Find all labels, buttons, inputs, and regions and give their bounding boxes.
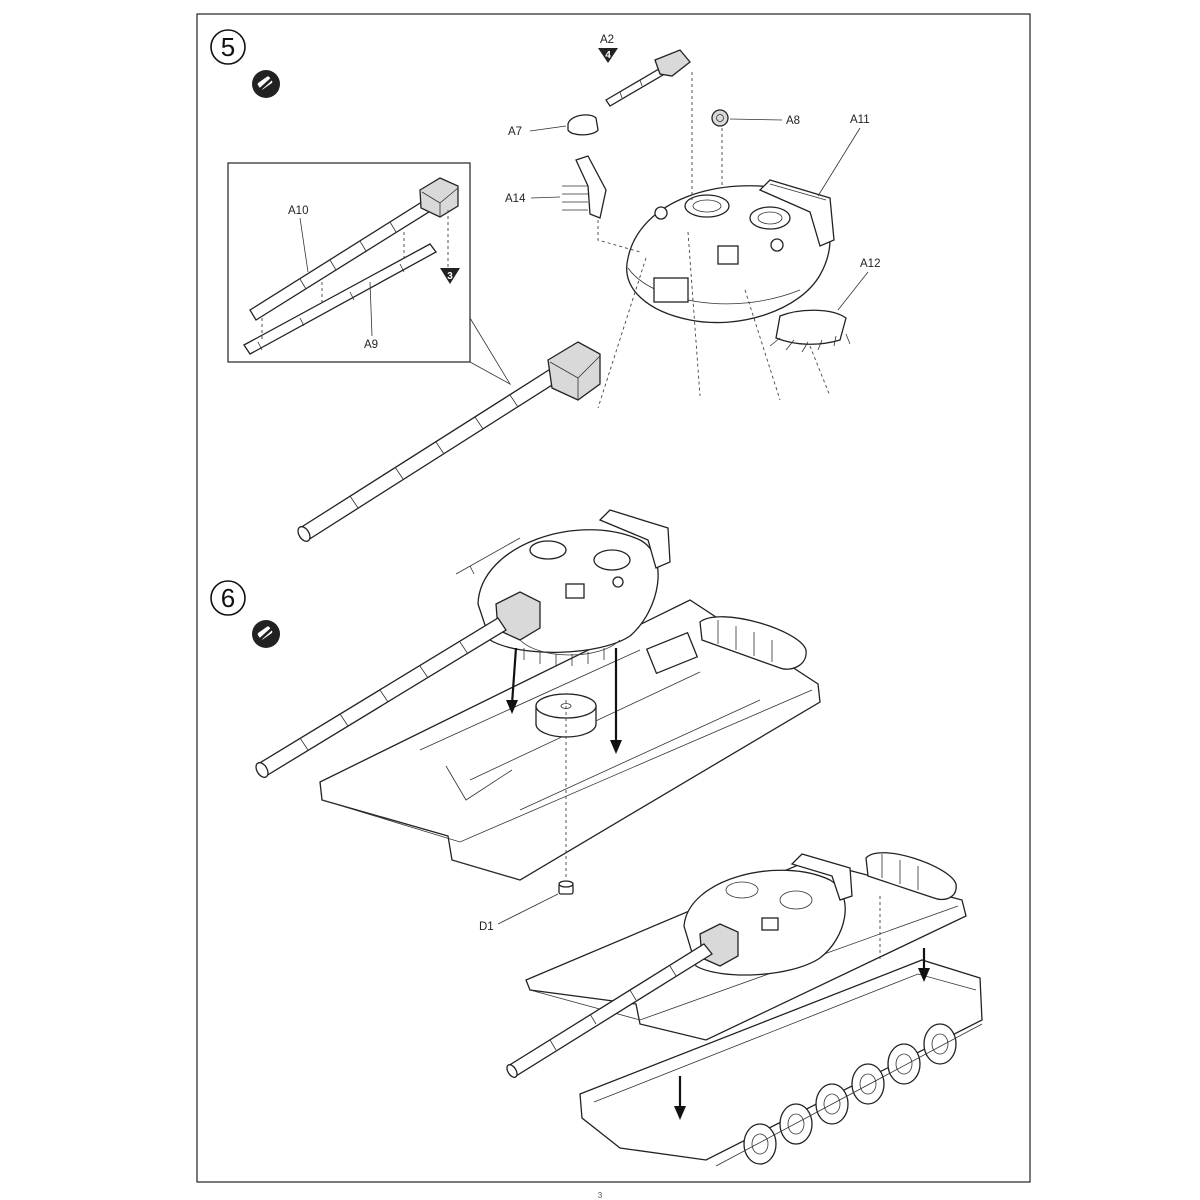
part-a12: A12: [769, 258, 880, 353]
a2-ref-number: 4: [605, 50, 611, 61]
glue-prohibited-icon: [252, 70, 280, 98]
road-wheels: [743, 1023, 957, 1165]
part-a14: A14: [505, 155, 641, 253]
label-a9: A9: [364, 339, 378, 351]
barrel-part-a10: A10: [249, 177, 459, 321]
hull-upper: [319, 599, 821, 881]
part-a8: A8: [711, 109, 800, 186]
turret-assembled: [255, 509, 671, 778]
page-number: 3: [598, 1191, 603, 1200]
step-6-circle: [210, 580, 246, 616]
glue-prohibited-icon: [252, 620, 280, 648]
assembled-barrel: [297, 341, 601, 542]
step-6-number: 6: [221, 583, 235, 613]
step-5-header: 5: [210, 29, 280, 98]
label-a7: A7: [508, 126, 522, 138]
step-5-circle: [210, 29, 246, 65]
step-5-number: 5: [221, 32, 235, 62]
part-a2-machine-gun: A2 4: [598, 34, 693, 200]
label-a11: A11: [850, 114, 870, 126]
step-6-header: 6: [210, 580, 280, 648]
label-d1: D1: [479, 921, 494, 933]
label-a8: A8: [786, 115, 800, 127]
reference-step-3: 3: [440, 268, 460, 284]
inset-ref-number: 3: [447, 271, 453, 282]
assembly-arrows: [506, 647, 622, 754]
part-d1: D1: [479, 880, 574, 933]
part-a7: A7: [508, 114, 599, 138]
complete-tank: [506, 852, 983, 1167]
label-a10: A10: [288, 205, 308, 217]
label-a2: A2: [600, 34, 614, 46]
barrel-part-a9: A9: [243, 243, 437, 355]
turret-exploded: [626, 179, 835, 324]
page-border: [196, 13, 1031, 1183]
label-a14: A14: [505, 193, 526, 205]
label-a12: A12: [860, 258, 880, 270]
barrel-inset: A10 A9 3: [227, 162, 512, 386]
